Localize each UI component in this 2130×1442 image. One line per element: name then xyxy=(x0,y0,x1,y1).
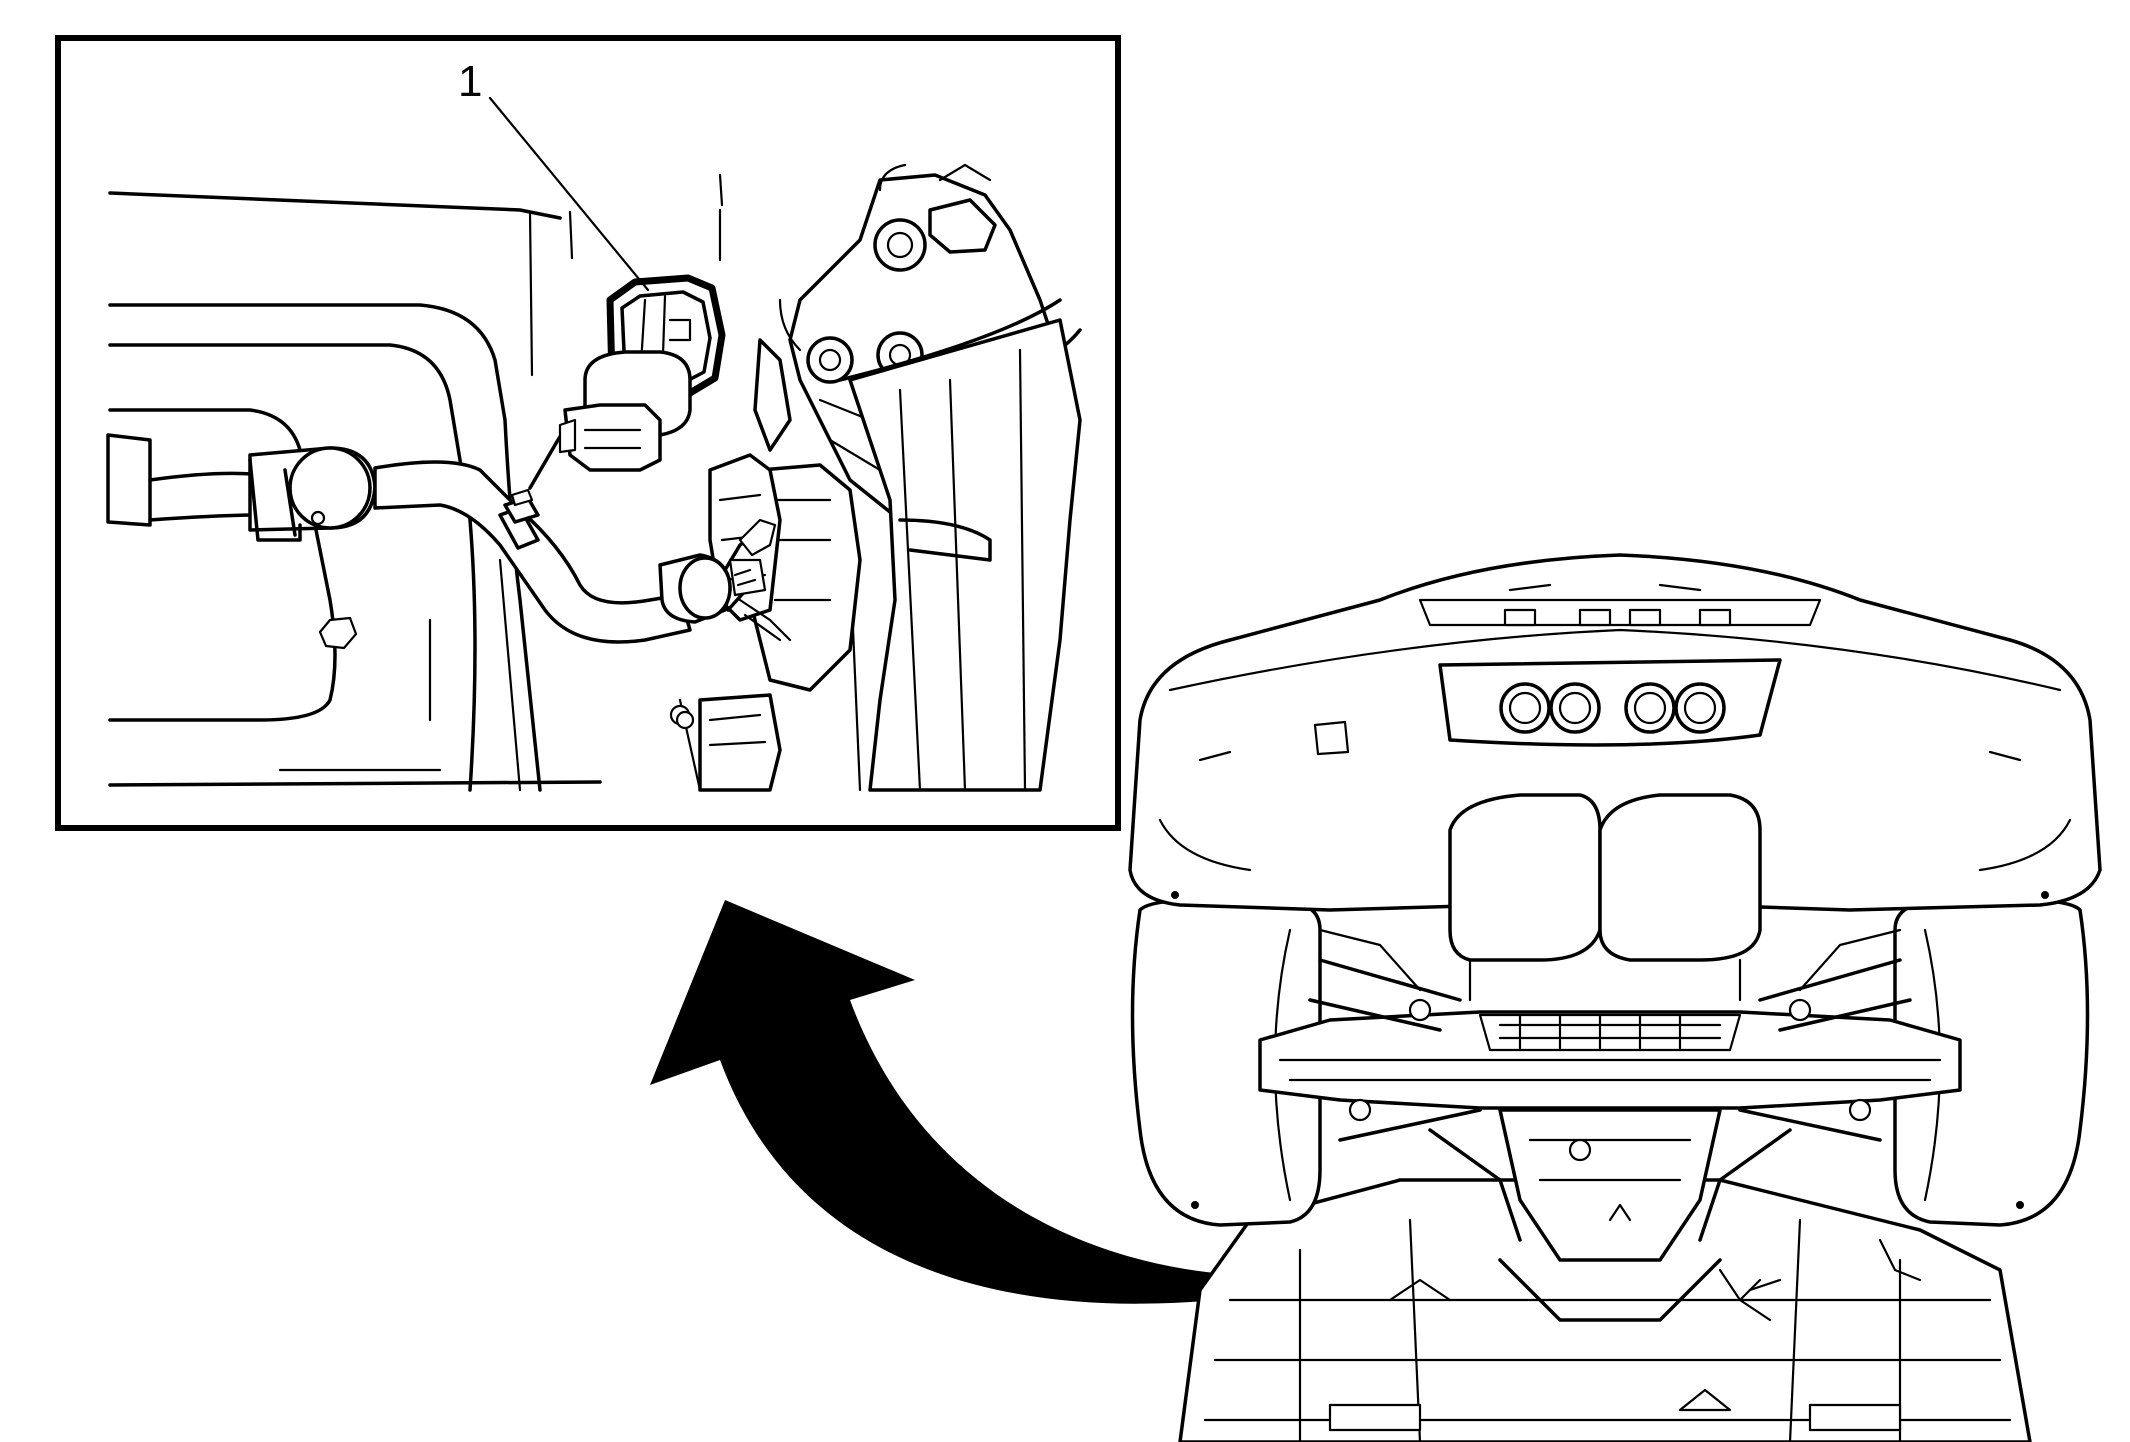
callout-1-label: 1 xyxy=(458,57,482,106)
sensor-connector xyxy=(528,274,726,490)
exhaust-surround xyxy=(1438,658,1782,747)
muffler-left xyxy=(1448,793,1602,962)
differential xyxy=(1498,1108,1722,1262)
vehicle-overview xyxy=(1128,553,2102,1442)
hardware-bits xyxy=(318,173,802,730)
caliper-bracket xyxy=(669,453,862,792)
callout-1-leader xyxy=(488,96,650,292)
reflector xyxy=(1313,720,1350,756)
detail-inset: 1 xyxy=(55,35,1121,831)
exhaust-tips xyxy=(1499,682,1726,734)
sensor-fitting xyxy=(498,488,540,550)
location-arrow xyxy=(650,900,1430,1304)
brake-shield xyxy=(838,298,1082,792)
brake-hose xyxy=(658,518,792,642)
exhaust-pipe xyxy=(106,433,692,644)
muffler-right xyxy=(1598,793,1762,962)
